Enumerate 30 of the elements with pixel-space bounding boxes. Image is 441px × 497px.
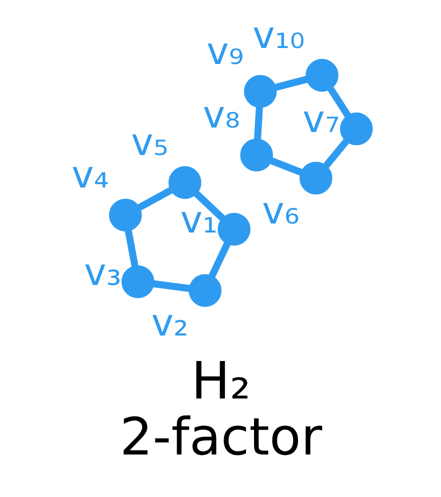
node-circle — [108, 198, 142, 232]
connector — [269, 157, 302, 176]
node-circle — [305, 58, 338, 92]
node-label: v₇ — [302, 96, 340, 141]
connector — [208, 242, 230, 278]
node-label: v₁ — [180, 197, 218, 242]
node-circle — [168, 166, 201, 199]
node-label: v₆ — [262, 188, 299, 232]
node-circle — [188, 274, 222, 307]
connector — [124, 230, 138, 267]
connector — [152, 280, 190, 292]
connector — [274, 76, 308, 91]
node-circle — [243, 75, 276, 108]
node-label: v₈ — [202, 92, 240, 137]
node-circle — [121, 265, 154, 298]
node-label: v₉ — [206, 29, 244, 74]
node-circle — [217, 212, 250, 246]
connector — [193, 190, 225, 222]
connector — [137, 186, 172, 211]
connector — [253, 106, 262, 140]
connector — [327, 86, 350, 118]
node-label: v₄ — [71, 152, 108, 197]
node-label: v₁₀ — [252, 12, 304, 57]
node-label: v₂ — [150, 300, 188, 345]
node-circle — [299, 162, 332, 194]
node-circle — [240, 138, 272, 172]
node-circle — [340, 112, 372, 146]
node-label: v₅ — [130, 120, 168, 164]
connector — [322, 139, 348, 168]
node-label: v₃ — [84, 250, 121, 294]
